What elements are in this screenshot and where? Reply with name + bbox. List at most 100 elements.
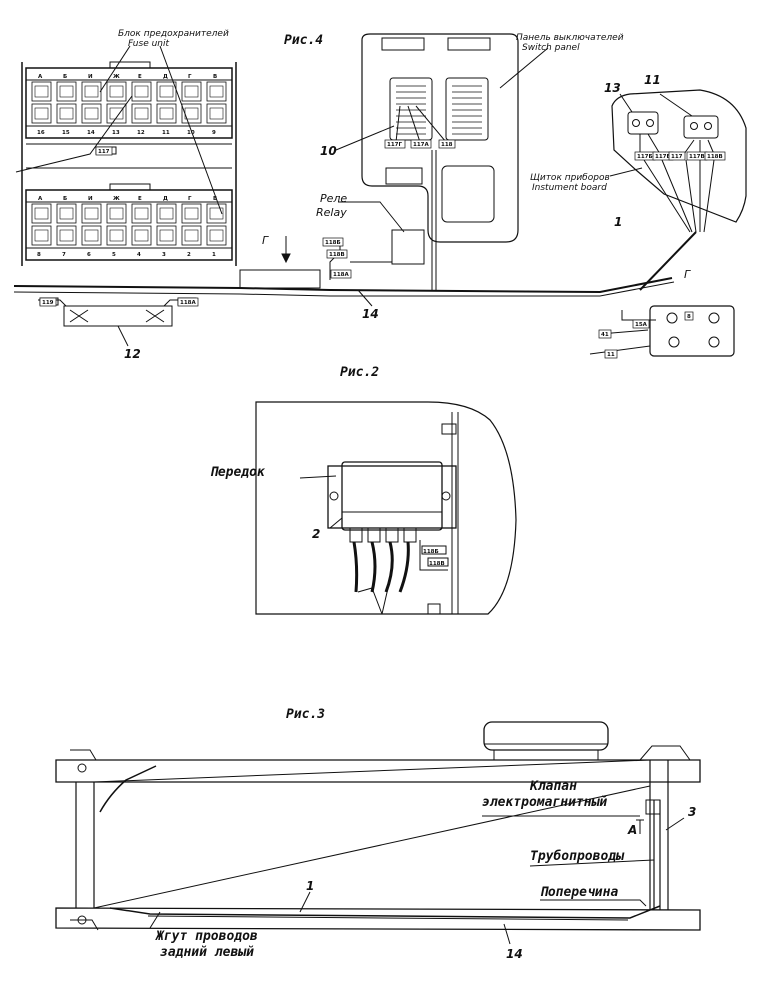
callout-14-fig3: 14 [506,947,523,961]
fuse-letter: В [213,196,217,202]
fuse-cell [81,103,102,124]
instrument-board-label-en: Instument board [532,183,607,193]
callout-10: 10 [320,144,337,158]
view-g-left: Г [262,234,269,247]
front-panel-label: Передок [210,465,266,480]
harness-label-line1: Жгут проводов [155,929,258,944]
instrument-board [609,89,747,291]
wire-tag-fig2: 118Б [423,549,439,555]
fuse-number: 13 [112,130,120,136]
wire-tag: 117 [671,154,683,160]
fuse-number: 5 [112,252,116,258]
wire-tag: 41 [601,332,609,338]
fuse-cell [56,103,77,124]
fuse-letter: Д [163,196,168,202]
fuse-number: 4 [137,252,141,258]
fuse-element [134,207,149,220]
main-harness [13,277,673,294]
fuse-label-leader [99,45,131,93]
wire-tag-box [384,139,406,149]
fuse-cell [156,203,177,224]
fig2-front-panel [255,401,517,615]
fuse-cell [81,225,102,246]
fuse-cell [181,203,202,224]
fuse-element [84,107,99,120]
fuse-letter: Б [63,196,67,202]
wire-tag: 117Г [387,142,402,148]
fuse-unit-block [21,61,237,266]
view-a-label: А [627,823,637,837]
wire-tag-box [598,329,612,339]
fuse-number: 9 [212,130,216,136]
wire-tag-box [632,319,650,329]
fuse-unit-label-ru: Блок предохранителей [118,29,229,39]
wire-tag: 117Б [637,154,653,160]
callout-1-fig4: 1 [614,215,622,229]
fuse-cell [31,225,52,246]
fuse-element [109,207,124,220]
fuse-number: 8 [37,252,41,258]
callout-14-leader [357,289,373,307]
fuse-cells-lower [31,203,227,246]
wire-tag-box [668,151,686,161]
fuse-element [209,85,224,98]
callout-2: 2 [312,527,320,541]
fuse-element [184,229,199,242]
wire-tag: 118А [333,272,349,278]
fuse-element [34,207,49,220]
harness-label-line2: задний левый [160,945,254,960]
wire-tag-box [330,269,352,279]
fuse-letter: Е [138,196,142,202]
fuse-cell [31,81,52,102]
fuse-cell [56,81,77,102]
fuse-cell [106,203,127,224]
connector-12 [38,297,197,347]
fuse-element [159,85,174,98]
fuse-element [184,207,199,220]
fuse-cell [131,225,152,246]
fuse-cell [156,225,177,246]
fuse-letter: В [213,74,217,80]
wire-tag: 117А [413,142,429,148]
fuse-label-leader-2 [159,45,223,215]
wire-tag: 117В [655,154,671,160]
fuse-wire [15,95,133,173]
wire-tag: 119 [42,300,54,306]
fuse-cell [106,81,127,102]
fuse-element [109,107,124,120]
fuse-element [159,107,174,120]
fuse-cell [131,103,152,124]
fuse-element [209,107,224,120]
wire-tag: 118А [180,300,196,306]
callout-14-fig4: 14 [362,307,379,321]
fuse-element [134,229,149,242]
instrument-board-label-ru: Щиток приборов [530,173,610,183]
fuse-cell [156,103,177,124]
view-g-right: Г [684,268,691,281]
wire-tag: 117В [689,154,705,160]
fuse-cell [31,103,52,124]
crossmember-label: Поперечина [540,885,618,900]
fuse-cell [206,81,227,102]
wire-tag: 117 [98,149,110,155]
relay-box [391,229,425,265]
switch-panel-label-en: Switch panel [522,43,580,53]
fuse-unit-label-en: Fuse unit [128,39,170,49]
valve-label-line1: Клапан [529,779,577,794]
wire-tag-box [410,139,432,149]
main-harness-edge [13,281,675,297]
fuse-element [34,85,49,98]
fuse-element [84,229,99,242]
fuse-number: 12 [137,130,145,136]
fuse-cell [106,103,127,124]
fuse-element [134,107,149,120]
fuse-element [159,207,174,220]
pipes-label: Трубопроводы [530,849,625,864]
fuse-element [59,229,74,242]
wire-tag: 118В [329,252,345,258]
fuse-element [59,207,74,220]
fuse-number: 11 [162,130,170,136]
fuse-cell [81,81,102,102]
fuse-letter: Ж [113,74,120,80]
